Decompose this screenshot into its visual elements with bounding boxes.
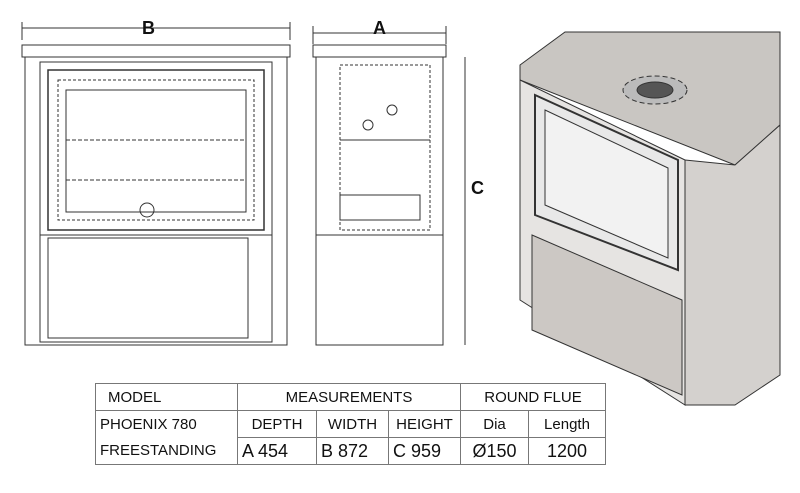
dimension-label-c: C	[471, 178, 484, 198]
depth-label: DEPTH	[237, 410, 317, 438]
height-value: C 959	[388, 437, 461, 465]
table-row: MODEL MEASUREMENTS ROUND FLUE	[95, 383, 606, 411]
dimension-label-a: A	[373, 18, 386, 38]
round-flue-header: ROUND FLUE	[460, 383, 606, 411]
dia-label: Dia	[460, 410, 529, 438]
dimension-label-b: B	[142, 18, 155, 38]
measurements-header: MEASUREMENTS	[237, 383, 461, 411]
model-name: PHOENIX 780	[95, 410, 238, 438]
table-row: PHOENIX 780 DEPTH WIDTH HEIGHT Dia Lengt…	[95, 410, 606, 438]
depth-value: A 454	[237, 437, 317, 465]
front-view	[21, 22, 291, 346]
model-type: FREESTANDING	[95, 437, 238, 465]
height-label: HEIGHT	[388, 410, 461, 438]
side-view	[312, 26, 466, 346]
dia-value: Ø150	[460, 437, 529, 465]
3d-view	[519, 31, 781, 406]
length-label: Length	[528, 410, 606, 438]
specifications-table: MODEL MEASUREMENTS ROUND FLUE PHOENIX 78…	[95, 383, 606, 465]
model-header: MODEL	[95, 383, 238, 411]
length-value: 1200	[528, 437, 606, 465]
width-label: WIDTH	[316, 410, 389, 438]
width-value: B 872	[316, 437, 389, 465]
table-row: FREESTANDING A 454 B 872 C 959 Ø150 1200	[95, 437, 606, 465]
